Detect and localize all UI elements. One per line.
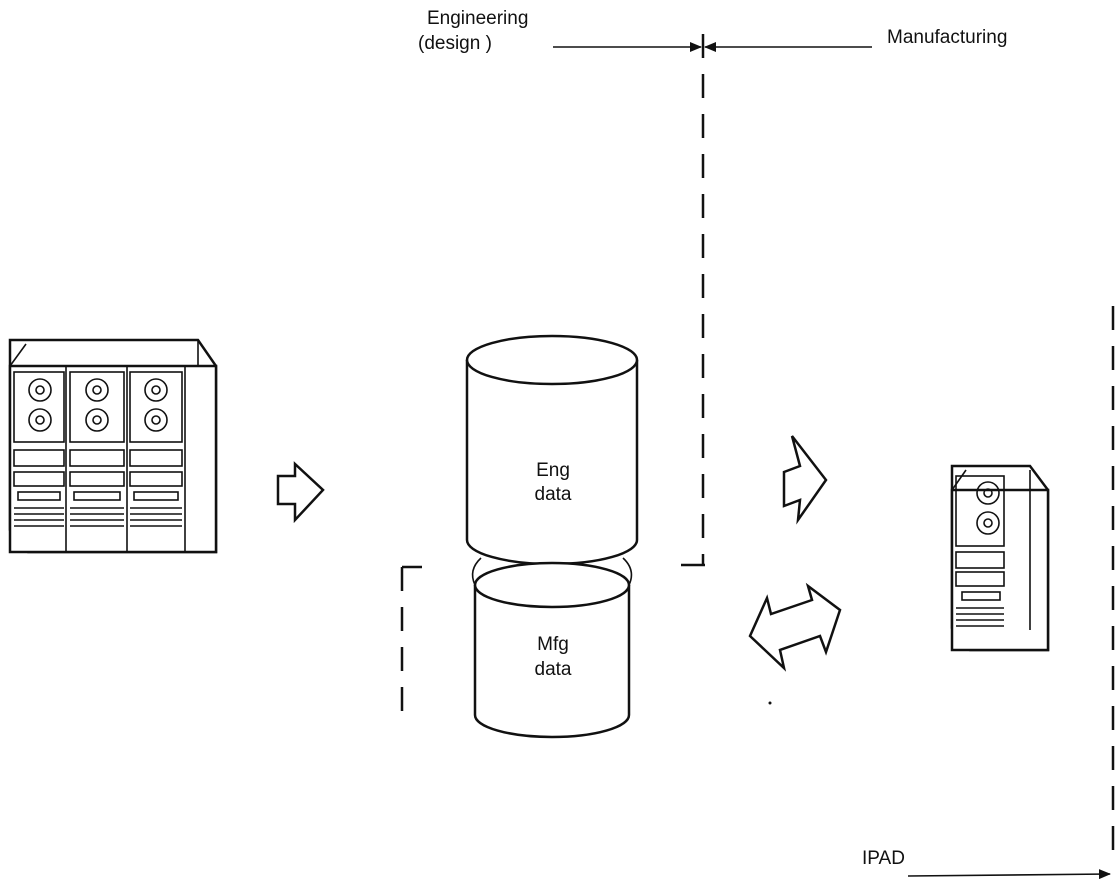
flow-arrow-icon <box>276 461 325 524</box>
ipad-label: IPAD <box>862 848 905 869</box>
eng-data-cylinder <box>465 334 639 566</box>
ipad-arrow <box>907 869 1111 880</box>
stray-dot <box>768 701 772 705</box>
eng-data-label-2: data <box>535 484 572 505</box>
mfg-data-label-2: data <box>535 659 572 680</box>
mfg-data-label: Mfg <box>537 634 569 655</box>
mfg-data-cylinder <box>471 557 633 739</box>
double-flow-arrow-icon <box>748 582 842 672</box>
flow-arrow-icon <box>782 435 828 525</box>
computer-cabinet-single-icon <box>950 464 1050 652</box>
design-label: (design ) <box>418 33 492 54</box>
computer-cabinet-bank-icon <box>8 338 218 554</box>
manufacturing-label: Manufacturing <box>887 27 1007 48</box>
engineering-label: Engineering <box>427 8 528 29</box>
eng-data-label: Eng <box>536 460 570 481</box>
